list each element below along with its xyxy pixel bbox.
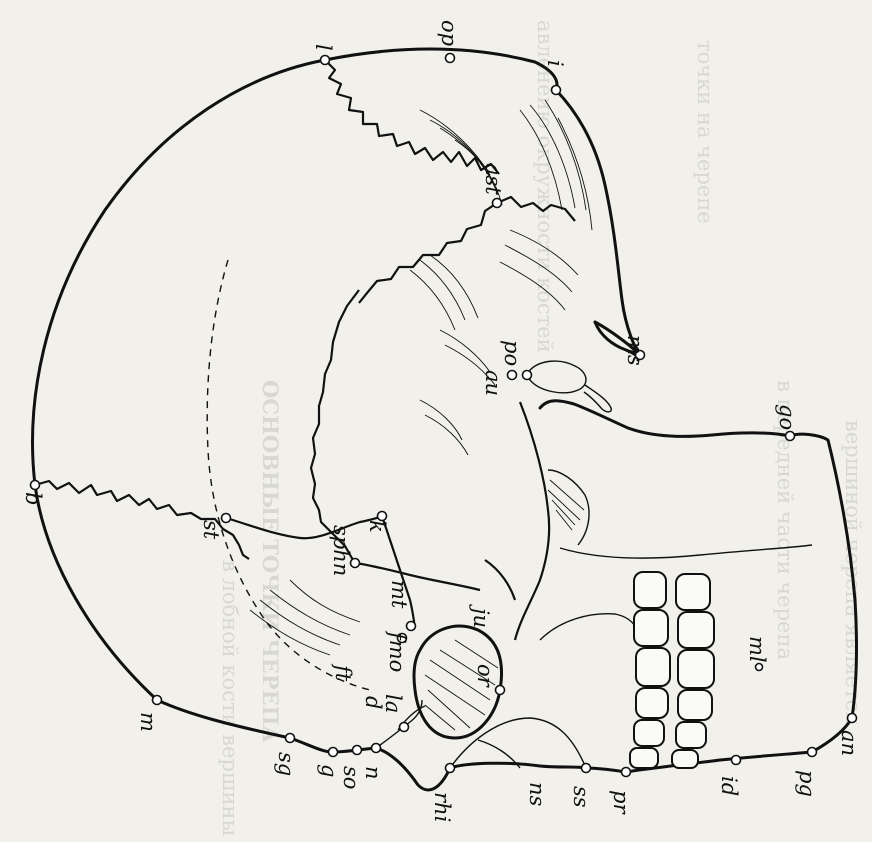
point-an [848, 714, 857, 723]
label-or: or [473, 664, 497, 689]
ear-canal [530, 361, 586, 393]
label-l: l [311, 44, 335, 51]
label-sg: sg [274, 752, 298, 776]
mandible-ramus [540, 401, 790, 437]
temporal-line [207, 260, 370, 690]
point-ss [582, 764, 591, 773]
label-ml: ml [745, 636, 769, 663]
point-po [523, 371, 532, 380]
label-b: b [21, 492, 45, 505]
upper-teeth [630, 572, 670, 768]
point-n [372, 744, 381, 753]
point-au [508, 371, 517, 380]
label-ns: ns [525, 782, 549, 807]
zygomatic-arch [515, 402, 549, 640]
label-so: so [339, 766, 363, 789]
maxilla-line [540, 614, 636, 640]
vault-outline [33, 49, 640, 700]
lambdoid-suture [325, 60, 499, 174]
point-d [400, 723, 409, 732]
sphenoparietal-suture [226, 516, 382, 538]
nasal-aperture [450, 718, 586, 768]
styloid-process [584, 385, 611, 412]
vault-shading [250, 100, 592, 655]
point-sg [286, 734, 295, 743]
sphenofrontal-suture [355, 563, 480, 590]
label-n: n [361, 766, 385, 780]
label-po: po [500, 340, 524, 366]
label-go: go [775, 404, 799, 430]
mandible-lower-border [560, 545, 812, 558]
label-pr: pr [609, 790, 633, 815]
point-l [321, 56, 330, 65]
label-g: g [317, 764, 341, 777]
point-go [786, 432, 795, 441]
label-i: i [543, 60, 567, 67]
facial-profile [157, 434, 856, 790]
point-pg [808, 748, 817, 757]
point-rhi [446, 764, 455, 773]
label-sphn: sphn [329, 525, 353, 576]
label-op: op [437, 20, 461, 46]
parietomastoid-suture [359, 203, 497, 303]
point-ml [756, 664, 763, 671]
label-rhi: rhi [430, 792, 454, 822]
label-fmo: fmo [385, 630, 409, 672]
label-ft: ft [331, 663, 355, 682]
point-mt [407, 622, 416, 631]
label-k: k [365, 520, 389, 533]
label-an: an [837, 730, 861, 756]
label-id: id [717, 776, 741, 796]
label-st: st [199, 520, 223, 540]
point-op [446, 54, 455, 63]
label-m: m [136, 712, 160, 732]
point-g [329, 748, 338, 757]
label-pg: pg [795, 770, 819, 797]
point-i [552, 86, 561, 95]
point-or [496, 686, 505, 695]
point-b [31, 481, 40, 490]
label-ss: ss [569, 786, 593, 808]
point-pr [622, 768, 631, 777]
lower-teeth [672, 574, 714, 768]
point-ast [493, 199, 502, 208]
point-m [153, 696, 162, 705]
squamosal-suture [311, 290, 359, 560]
label-au: au [481, 370, 505, 396]
landmark-points [31, 54, 857, 777]
occipitomastoid-suture [497, 197, 575, 221]
label-ms: ms [623, 335, 647, 366]
zygomatic-temporal-suture [485, 560, 515, 600]
label-d: d [361, 696, 385, 709]
zygomatic-lower [548, 470, 589, 545]
label-mt: mt [387, 580, 411, 609]
label-ast: ast [481, 163, 505, 195]
label-ju: ju [469, 604, 493, 628]
point-so [353, 746, 362, 755]
point-id [732, 756, 741, 765]
